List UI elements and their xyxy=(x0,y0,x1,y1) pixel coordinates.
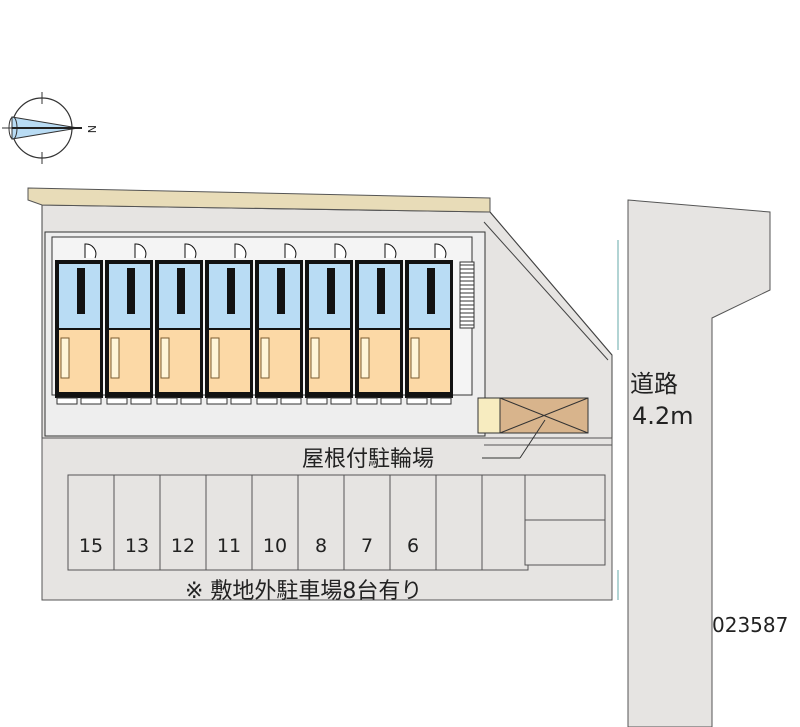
parking-space xyxy=(67,474,115,571)
apartment-unit xyxy=(205,243,253,405)
door-icon xyxy=(234,243,247,259)
door-icon xyxy=(134,243,147,259)
road-width: 4.2m xyxy=(632,402,694,430)
apartment-unit xyxy=(355,243,403,405)
door-icon xyxy=(184,243,197,259)
parking-space xyxy=(481,474,529,571)
apartment-unit xyxy=(405,243,453,405)
apartment-unit xyxy=(305,243,353,405)
parking-space-number: 7 xyxy=(361,535,373,557)
door-icon xyxy=(84,243,97,259)
door-icon xyxy=(434,243,447,259)
parking-space xyxy=(113,474,161,571)
door-icon xyxy=(334,243,347,259)
bicycle-parking xyxy=(477,397,612,446)
door-icon xyxy=(284,243,297,259)
bicycle-parking-label: 屋根付駐輪場 xyxy=(302,447,434,472)
parking-space-number: 11 xyxy=(217,535,241,557)
road-surface xyxy=(627,199,771,727)
parking-space-number: 10 xyxy=(263,535,287,557)
parking-space-number: 8 xyxy=(315,535,327,557)
compass-icon: N xyxy=(2,92,98,164)
apartment-unit xyxy=(155,243,203,405)
parking-space xyxy=(343,474,391,571)
offsite-parking-note: ※ 敷地外駐車場8台有り xyxy=(185,579,422,604)
parking-space-number: 15 xyxy=(79,535,103,557)
parking-space xyxy=(389,474,437,571)
parking-space-number: 12 xyxy=(171,535,195,557)
property-code: 023587 xyxy=(712,613,788,637)
parking-space xyxy=(435,474,483,571)
parking-side-spaces xyxy=(524,474,606,566)
apartment-unit xyxy=(105,243,153,405)
compass-north-label: N xyxy=(85,125,98,133)
stairs xyxy=(459,261,475,329)
parking-space xyxy=(251,474,299,571)
boundary-fence xyxy=(27,187,491,213)
parking-space xyxy=(205,474,253,571)
apartment-unit xyxy=(55,243,103,405)
parking-space xyxy=(297,474,345,571)
apartment-unit xyxy=(255,243,303,405)
apartment-building xyxy=(44,231,486,437)
parking-space-number: 13 xyxy=(125,535,149,557)
road-label: 道路 xyxy=(630,370,678,398)
parking-space-number: 6 xyxy=(407,535,419,557)
door-icon xyxy=(384,243,397,259)
